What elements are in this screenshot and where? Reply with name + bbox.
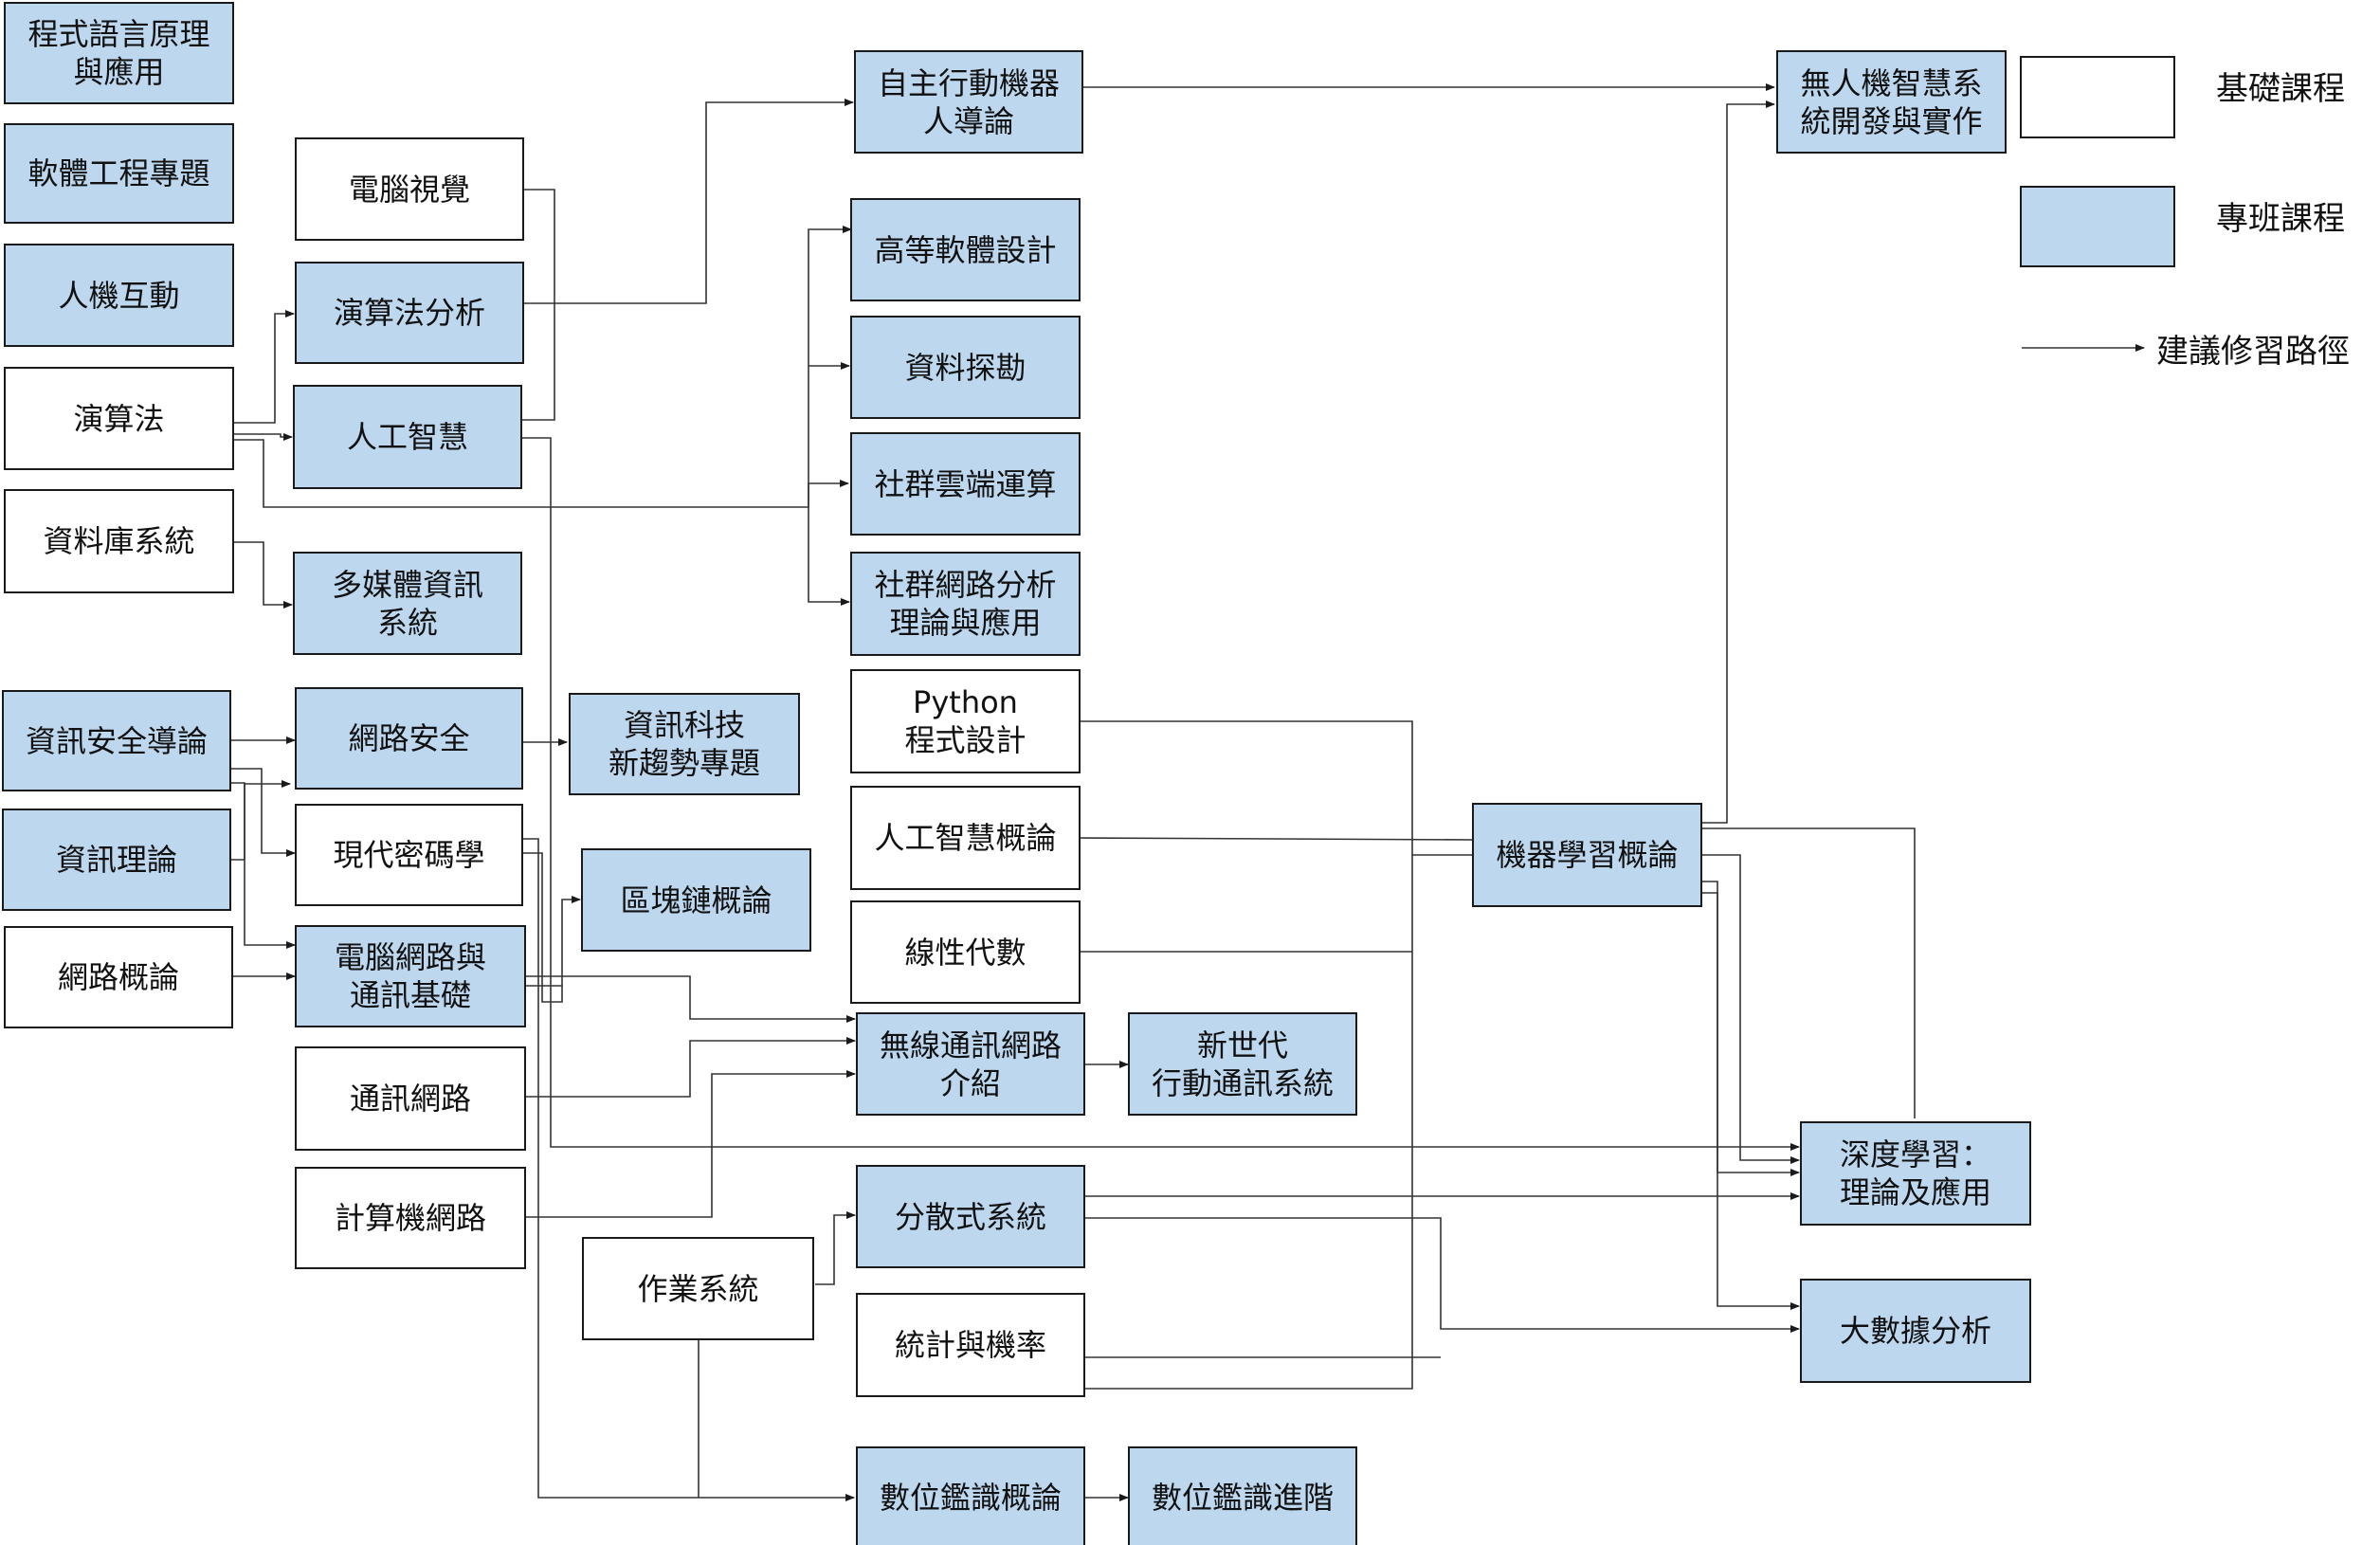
path-db-to-mm [233,541,293,609]
path-bus-to-sna [808,507,850,606]
path-it-to-netsec [231,780,291,861]
course-crypto: 現代密碼學 [295,804,523,906]
path-bus-to-asd [808,226,852,507]
course-dl: 深度學習： 理論及應用 [1800,1121,2031,1226]
course-nextgen: 新世代 行動通訊系統 [1128,1012,1357,1116]
path-cn-to-wireless [526,975,856,1023]
path-cv-to-robot [524,99,854,304]
course-isec: 資訊安全導論 [2,690,231,791]
course-cloud: 社群雲端運算 [850,432,1081,536]
course-db: 資料庫系統 [4,489,234,593]
path-isec-to-cn [231,782,296,949]
course-ds: 分散式系統 [856,1165,1085,1268]
path-isec-to-crypto [231,768,296,857]
path-python-to-ml [1081,720,1413,1390]
legend-arrow-label: 建議修習路徑 [2156,333,2350,371]
path-aiintro-to-ml [1080,837,1473,841]
path-crypto-to-bc [523,852,581,1003]
course-ittrend: 資訊科技 新趨勢專題 [569,693,800,795]
course-it: 資訊理論 [2,809,231,911]
course-mm: 多媒體資訊 系統 [293,552,522,655]
course-hci: 人機互動 [4,244,234,347]
course-ai: 人工智慧 [293,385,522,489]
path-algo-to-aa [233,310,295,424]
course-dm: 資料探勘 [850,316,1081,419]
path-os-to-ds [815,1211,856,1285]
path-ai-join [522,303,555,421]
path-cnet-to-wireless [526,1070,856,1218]
course-se: 軟體工程專題 [4,123,234,224]
course-sna: 社群網路分析 理論與應用 [850,552,1081,656]
course-cnet: 計算機網路 [295,1167,526,1269]
course-aiintro: 人工智慧概論 [850,786,1081,890]
course-forensic: 數位鑑識概論 [856,1446,1085,1545]
legend-basic-swatch [2020,56,2175,138]
course-os: 作業系統 [582,1237,814,1340]
course-bigdata: 大數據分析 [1800,1279,2031,1383]
path-ml-to-dl-top [1702,827,1916,1118]
path-ds-to-bigdata [1085,1217,1800,1333]
course-comnet: 通訊網路 [295,1046,526,1151]
course-algo: 演算法 [4,367,234,470]
path-comnet-to-wireless [526,1037,856,1098]
course-cv: 電腦視覺 [295,137,524,241]
path-crypto-to-forensic [523,838,855,1501]
course-aa: 演算法分析 [295,262,524,364]
path-ai-to-dl [522,437,1800,1151]
course-stat: 統計與機率 [856,1293,1085,1397]
path-ml-to-dl-a [1702,854,1800,1164]
course-asd: 高等軟體設計 [850,198,1081,301]
course-netintro: 網路概論 [4,926,233,1028]
course-netsec: 網路安全 [295,687,523,790]
course-drone: 無人機智慧系 統開發與實作 [1776,50,2007,154]
course-pl: 程式語言原理 與應用 [4,2,234,104]
path-algo-to-cloud [233,439,849,508]
path-ml-to-bigdata [1702,892,1800,1310]
legend-special-swatch [2020,186,2175,267]
legend-special-label: 專班課程 [2216,200,2345,238]
course-cn: 電腦網路與 通訊基礎 [295,925,526,1027]
course-wireless: 無線通訊網路 介紹 [856,1012,1085,1116]
path-ml-to-drone [1702,100,1775,824]
course-forensic2: 數位鑑識進階 [1128,1446,1357,1545]
course-robot: 自主行動機器 人導論 [854,50,1083,154]
course-bc: 區塊鏈概論 [581,848,811,952]
course-ml: 機器學習概論 [1472,803,1702,907]
course-python: Python 程式設計 [850,669,1081,773]
path-algo-to-ai [233,433,293,441]
legend-basic-label: 基礎課程 [2216,70,2345,108]
course-la: 線性代數 [850,900,1081,1004]
